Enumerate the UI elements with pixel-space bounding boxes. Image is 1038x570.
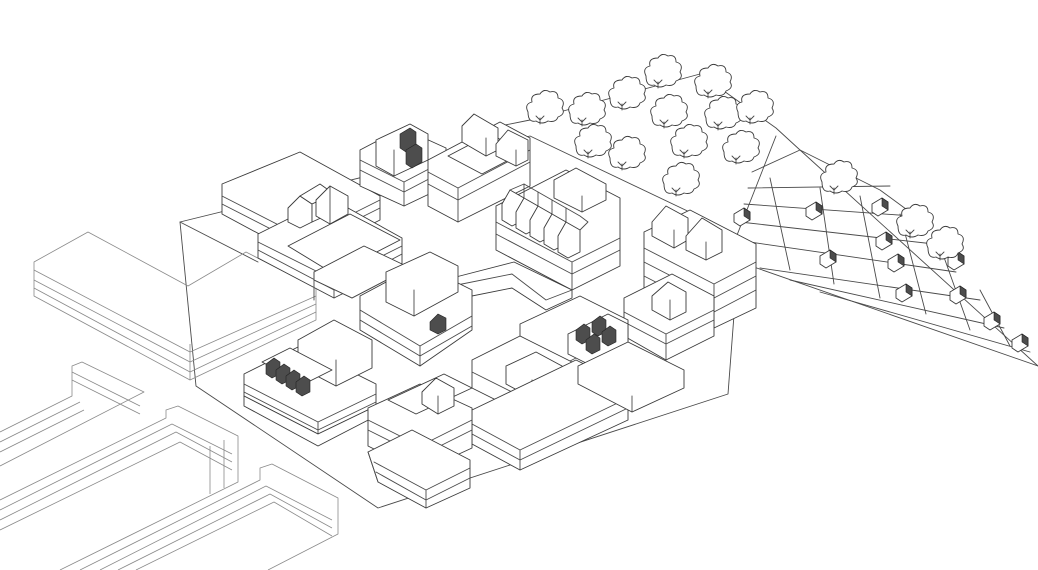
garden-sheds [733,197,1029,353]
tree-icon [568,91,606,127]
house-row-d [501,183,589,259]
tree-icon [704,95,742,131]
shed [887,253,905,273]
tree-icon [526,89,564,125]
shed [983,311,1001,331]
shed [819,249,837,269]
house-gable-pair-a [287,183,349,229]
existing-bar-buildings [0,361,339,570]
pv-array-h [265,357,311,397]
pv-array-i [575,315,617,355]
tree-group [526,53,964,261]
tree-icon [608,135,646,171]
shed [875,231,893,251]
shed [871,197,889,217]
tree-icon [694,63,732,99]
building-block-c [427,113,531,223]
shed [895,283,913,303]
shed [733,207,751,227]
tree-icon [644,53,682,89]
tree-icon [722,129,760,165]
building-block-k [471,341,685,471]
building-block-f [359,251,473,367]
tree-icon [574,123,612,159]
shed [1011,333,1029,353]
tree-icon [896,203,934,239]
tree-icon [736,89,774,125]
tree-icon [670,123,708,159]
tree-icon [662,161,700,197]
site-boundary [179,135,741,509]
tree-icon [820,159,858,195]
shed [949,285,967,305]
tree-icon [650,93,688,129]
shed [805,201,823,221]
tree-icon [608,75,646,111]
building-block-m [367,429,471,509]
tree-icon [926,225,964,261]
